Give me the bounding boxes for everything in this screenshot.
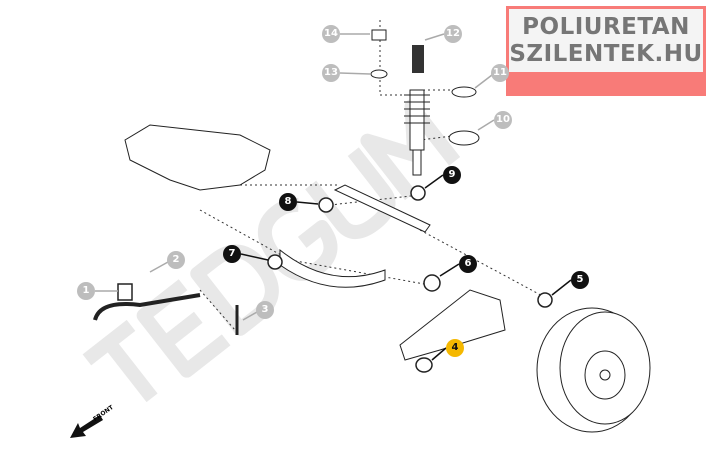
trailing-arm [399,289,506,361]
callout-2: 2 [167,251,185,269]
callout-5: 5 [571,271,589,289]
leader-lines [95,33,495,321]
logo-line-1: POLIURETAN [522,14,690,40]
callout-12: 12 [444,25,462,43]
callout-13: 13 [322,64,340,82]
shock-absorber [404,89,430,176]
front-arrow-icon [70,415,103,438]
callout-8: 8 [279,193,297,211]
callout-3: 3 [256,301,274,319]
bushings [117,185,553,373]
callout-9: 9 [443,166,461,184]
callout-4: 4 [446,339,464,357]
logo-line-2: SZILENTEK.HU [509,41,703,67]
top-mount-washer [370,69,388,79]
top-mount-nut [371,29,387,41]
callout-10: 10 [494,111,512,129]
spring-seat-lower [448,130,480,146]
wheel [536,307,651,433]
callout-11: 11 [491,64,509,82]
bump-stop [412,45,424,73]
upper-control-arm [333,184,431,233]
spring-seat-upper [451,86,477,98]
callout-1: 1 [77,282,95,300]
callout-6: 6 [459,255,477,273]
lower-control-arm [279,248,386,288]
brand-logo: POLIURETAN SZILENTEK.HU [506,6,706,96]
leader-lines-dark [240,174,572,361]
callout-7: 7 [223,245,241,263]
stabilizer-bar [93,293,201,321]
subframe [124,124,271,191]
callout-14: 14 [322,25,340,43]
